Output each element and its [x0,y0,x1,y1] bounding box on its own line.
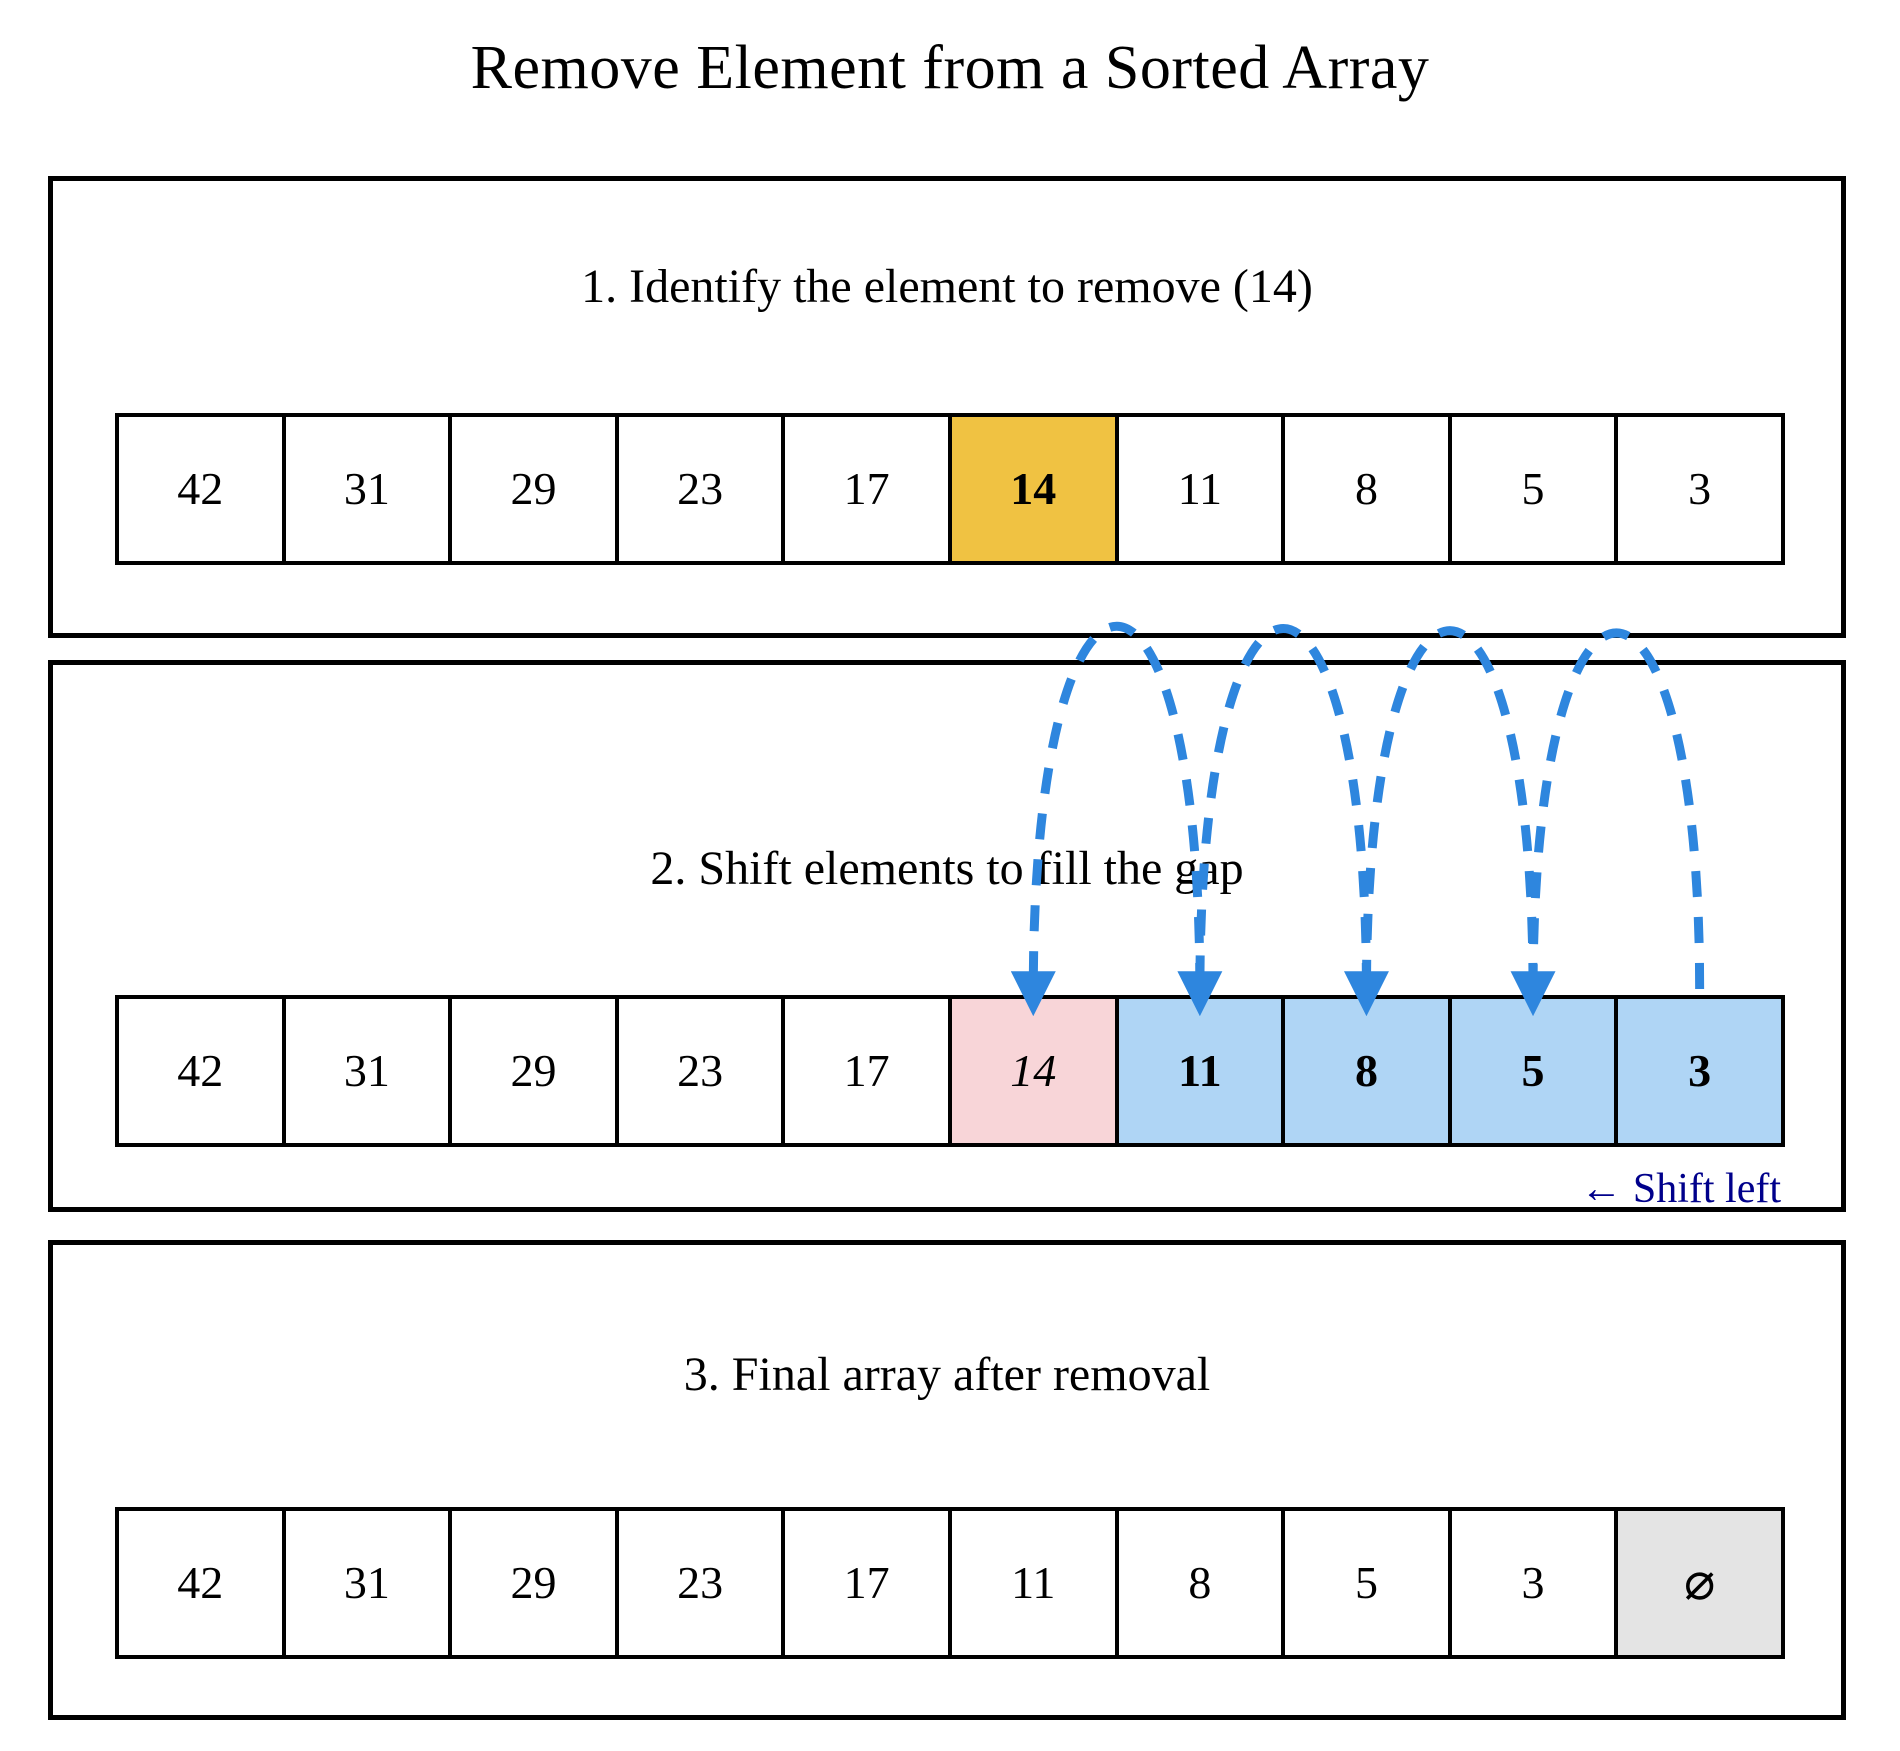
array-cell: 29 [448,1507,619,1659]
array-cell: 5 [1281,1507,1452,1659]
array-cell: 8 [1114,1507,1286,1659]
page-title: Remove Element from a Sorted Array [470,34,1430,102]
array-cell-value: 29 [510,463,557,514]
array-cell-value: 3 [1521,1557,1545,1608]
array-cell-value: 42 [177,1557,224,1608]
array-cell-value: 31 [343,463,390,514]
array-cell-value: 8 [1354,463,1378,514]
array-cell-value: 23 [677,463,724,514]
array-cell-value: 5 [1521,463,1545,514]
array-cell-value: 14 [1010,1045,1057,1096]
array-cell-value: 5 [1354,1557,1378,1608]
step-1-heading: 1. Identify the element to remove (14) [581,260,1313,313]
array-cell-value: 17 [843,1557,890,1608]
array-cell: 17 [781,1507,952,1659]
array-cell-value: 23 [677,1045,724,1096]
array-cell: 3 [1447,1507,1619,1659]
array-cell-value: 5 [1521,1045,1545,1096]
array-cell: 23 [614,1507,786,1659]
array-cell: 17 [781,413,952,565]
step-3-heading: 3. Final array after removal [683,1348,1211,1401]
array-cell-shifted: 8 [1281,995,1452,1147]
step-panel-3: 3. Final array after removal 42 31 29 23 17 1… [48,1240,1846,1720]
array-cell-value: 8 [1354,1045,1378,1096]
array-cell-shifted: 5 [1447,995,1619,1147]
array-cell-value: 31 [343,1557,390,1608]
array-cell-value: 11 [1178,1045,1222,1096]
array-cell: 8 [1281,413,1452,565]
array-cell: 42 [115,1507,286,1659]
step-2-heading: 2. Shift elements to fill the gap [650,842,1244,895]
array-cell-value: ⌀ [1683,1554,1716,1611]
array-cell: 29 [448,995,619,1147]
array-cell-value: 3 [1688,1045,1712,1096]
array-cell-value: 42 [177,1045,224,1096]
array-cell: 42 [115,995,286,1147]
array-cell-value: 8 [1188,1557,1212,1608]
array-cell-value: 42 [177,463,224,514]
array-cell-shifted: 3 [1614,995,1785,1147]
array-cell: 31 [281,1507,453,1659]
array-cell: 31 [281,995,453,1147]
array-cell-shifted: 11 [1114,995,1286,1147]
array-cell: 23 [614,413,786,565]
array-cell-value: 11 [1177,463,1222,514]
step-panel-2: 2. Shift elements to fill the gap 42 31 29… [48,660,1846,1212]
array-cell: 23 [614,995,786,1147]
array-row-step-3: 42 31 29 23 17 11 8 5 3 ⌀ [115,1507,1785,1659]
array-cell-value: 17 [843,463,890,514]
array-row-step-2: 42 31 29 23 17 14 11 8 5 3 [115,995,1785,1147]
array-cell-value: 11 [1011,1557,1056,1608]
array-cell: 5 [1447,413,1619,565]
step-panel-1: 1. Identify the element to remove (14) 4… [48,176,1846,638]
array-cell-target: 14 [947,413,1119,565]
array-cell: 11 [1114,413,1286,565]
array-cell: 11 [947,1507,1119,1659]
array-cell-value: 14 [1010,463,1057,514]
array-cell-value: 29 [510,1557,557,1608]
array-cell-value: 31 [343,1045,390,1096]
array-cell: 42 [115,413,286,565]
array-cell-value: 17 [843,1045,890,1096]
array-row-step-1: 42 31 29 23 17 14 11 8 5 3 [115,413,1785,565]
shift-left-legend: ← Shift left [1580,1166,1781,1212]
array-cell: 29 [448,413,619,565]
array-cell-value: 29 [510,1045,557,1096]
array-cell-removed: 14 [947,995,1119,1147]
array-cell: 17 [781,995,952,1147]
array-cell: 3 [1614,413,1785,565]
array-cell: 31 [281,413,453,565]
array-cell-empty: ⌀ [1614,1507,1785,1659]
array-cell-value: 23 [677,1557,724,1608]
array-cell-value: 3 [1688,463,1712,514]
